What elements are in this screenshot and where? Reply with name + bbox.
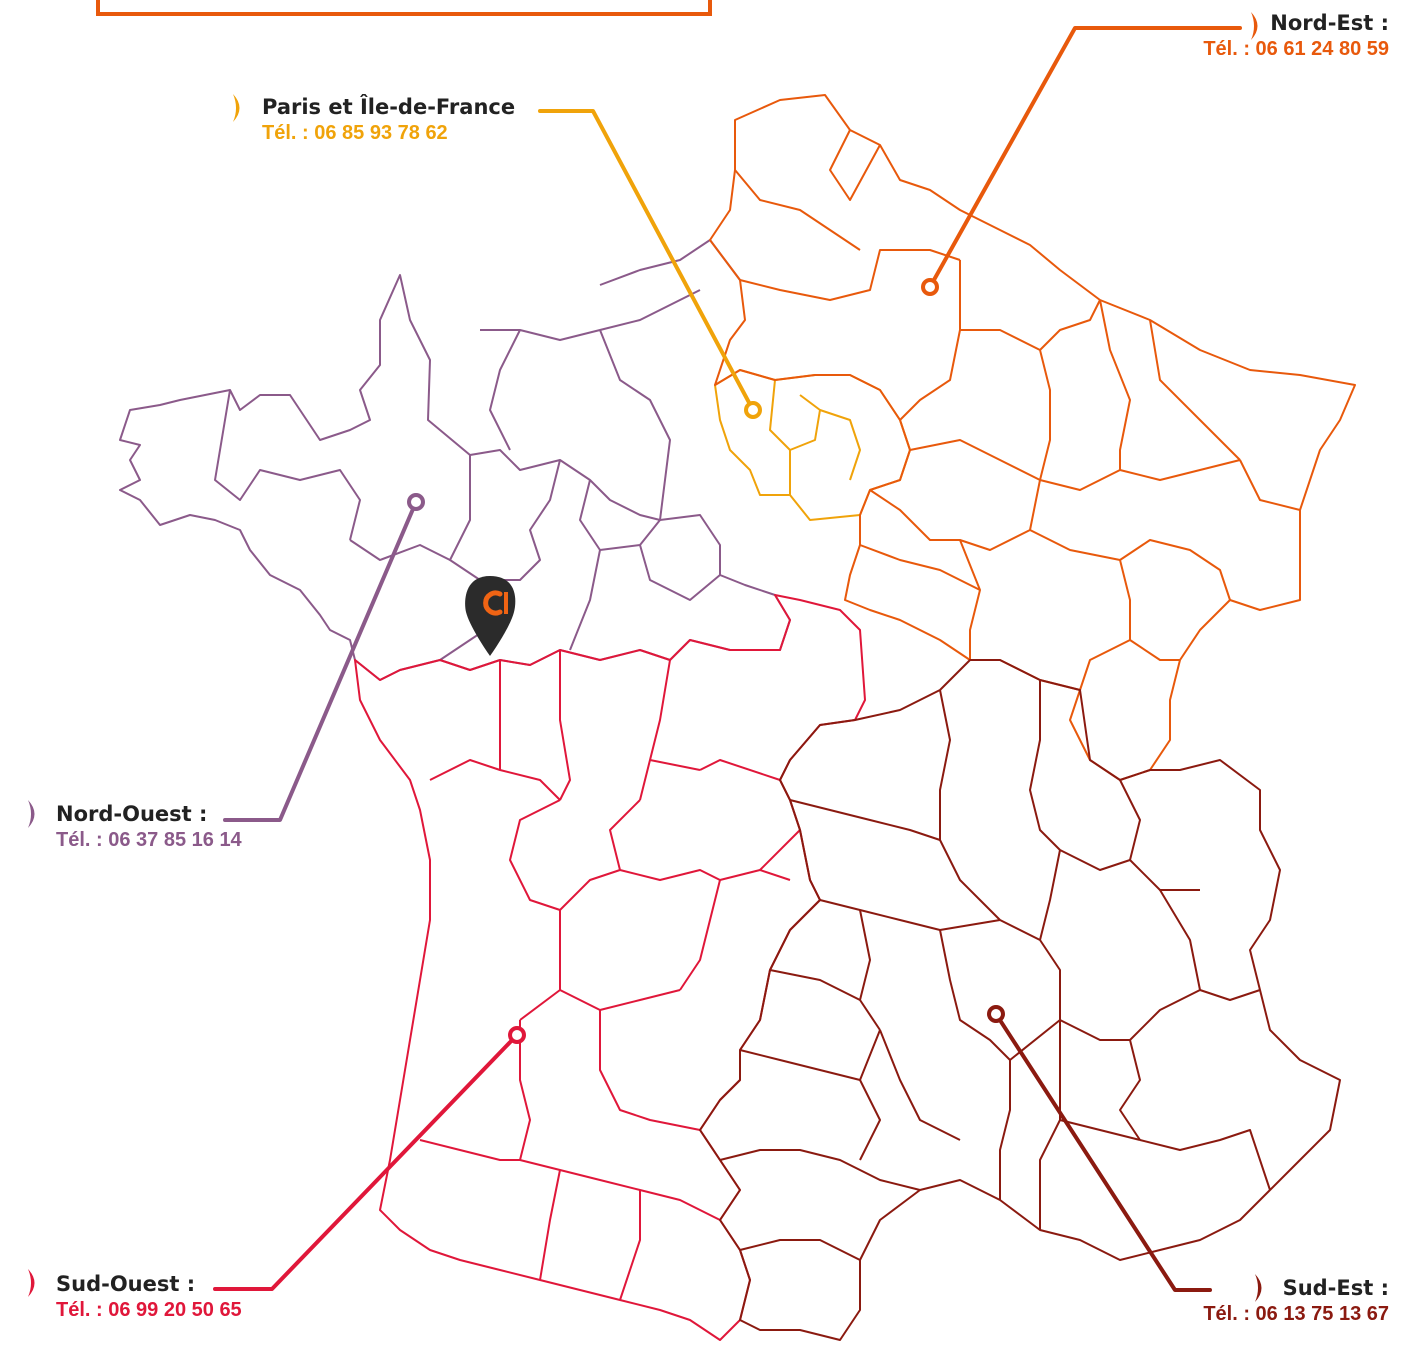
- connector-paris: [538, 109, 755, 412]
- region-name: Sud-Ouest :: [56, 1272, 196, 1296]
- marker-sud-est: [987, 1005, 1005, 1023]
- label-sud-ouest: Sud-Ouest : Tél. : 06 99 20 50 65: [56, 1271, 242, 1323]
- half-moon-bullet-icon: [1251, 12, 1258, 40]
- region-name: Nord-Ouest :: [56, 802, 208, 826]
- location-markers: [407, 278, 1005, 1044]
- marker-nord-ouest: [407, 493, 425, 511]
- label-sud-est: Sud-Est : Tél. : 06 13 75 13 67: [1203, 1275, 1389, 1327]
- label-nord-ouest: Nord-Ouest : Tél. : 06 37 85 16 14: [56, 801, 242, 853]
- connector-nord-est: [928, 26, 1242, 289]
- map-pin-icon: [465, 576, 516, 656]
- label-paris: Paris et Île-de-France Tél. : 06 85 93 7…: [262, 94, 515, 146]
- half-moon-bullet-icon: [1255, 1274, 1262, 1302]
- region-name: Nord-Est :: [1270, 11, 1389, 35]
- half-moon-bullet-icon: [28, 1269, 35, 1297]
- region-sud-ouest: [354, 594, 866, 1341]
- region-nord-ouest: [119, 239, 791, 681]
- marker-nord-est: [921, 278, 939, 296]
- marker-sud-ouest: [508, 1026, 526, 1044]
- label-nord-est: Nord-Est : Tél. : 06 61 24 80 59: [1203, 10, 1389, 62]
- marker-paris: [744, 401, 762, 419]
- half-moon-bullet-icon: [28, 800, 35, 828]
- connector-nord-ouest: [223, 500, 418, 822]
- callout-lines: [213, 26, 1242, 1292]
- connector-sud-est: [994, 1012, 1212, 1292]
- region-phone[interactable]: Tél. : 06 37 85 16 14: [56, 829, 242, 851]
- region-phone[interactable]: Tél. : 06 61 24 80 59: [1203, 38, 1389, 60]
- region-name: Sud-Est :: [1282, 1276, 1389, 1300]
- header-frame: [96, 0, 712, 16]
- connector-sud-ouest: [213, 1033, 519, 1291]
- region-phone[interactable]: Tél. : 06 13 75 13 67: [1203, 1303, 1389, 1325]
- region-sud-est: [699, 659, 1341, 1341]
- region-phone[interactable]: Tél. : 06 85 93 78 62: [262, 122, 448, 144]
- region-name: Paris et Île-de-France: [262, 95, 516, 119]
- half-moon-bullet-icon: [233, 94, 240, 122]
- region-phone[interactable]: Tél. : 06 99 20 50 65: [56, 1299, 242, 1321]
